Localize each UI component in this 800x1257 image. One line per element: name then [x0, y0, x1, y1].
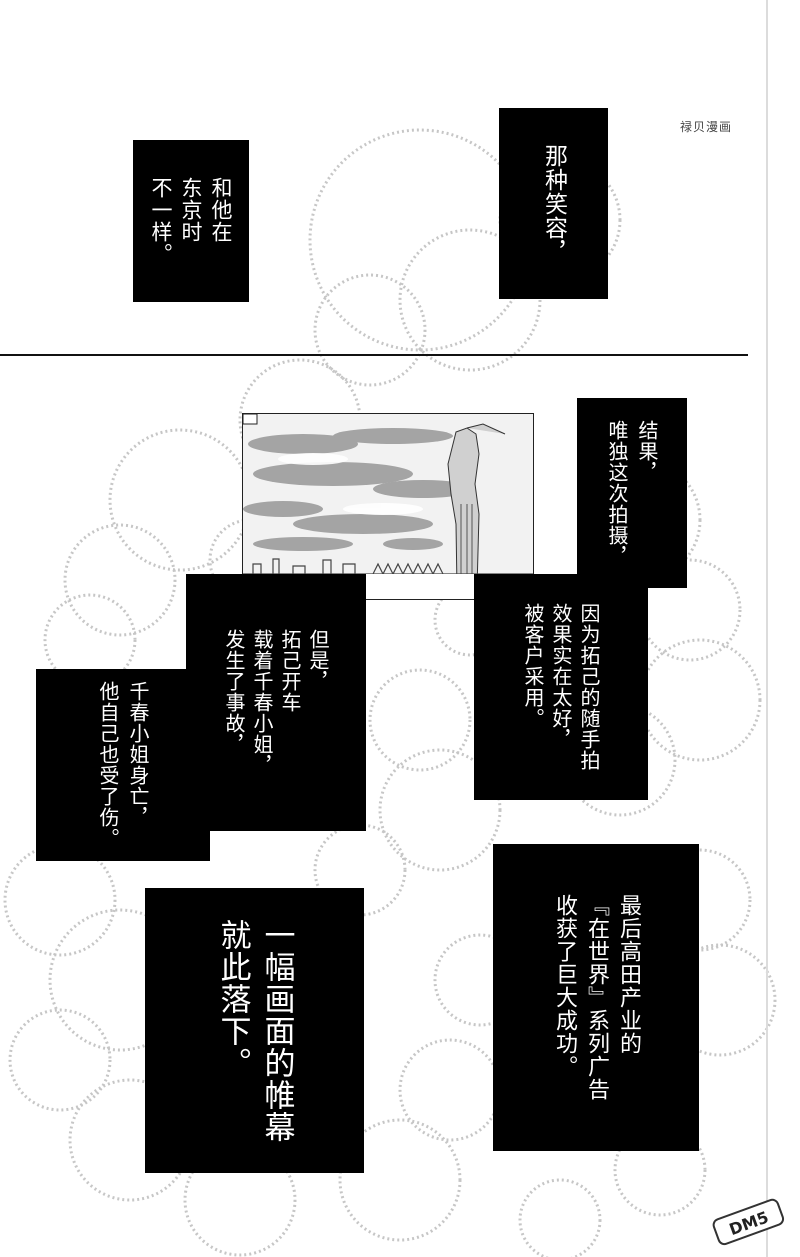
caption-text-effect: 因为拓己的随手拍 效果实在太好， 被客户采用。 [521, 603, 601, 771]
caption-box-curtain: 一幅画面的帷幕 就此落下。 [145, 888, 364, 1173]
caption-text-result: 结果， 唯独这次拍摄， [605, 419, 659, 567]
watermark-text: 禄贝漫画 [680, 120, 733, 134]
caption-text-upper-right: 那种笑容， [540, 143, 567, 264]
caption-text-injury: 千春小姐身亡， 他自己也受了伤。 [96, 681, 150, 849]
caption-text-success: 最后高田产业的 『在世界』系列广告 收获了巨大成功。 [552, 894, 641, 1101]
page-edge-line [766, 0, 768, 1257]
caption-box-result: 结果， 唯独这次拍摄， [577, 398, 687, 588]
photo-illustration [242, 413, 534, 600]
caption-text-curtain: 一幅画面的帷幕 就此落下。 [214, 918, 295, 1143]
sky-statue-drawing [243, 414, 533, 599]
caption-box-upper-right: 那种笑容， [499, 108, 608, 299]
caption-box-upper-left: 和他在 东京时 不一样。 [133, 140, 249, 302]
caption-text-accident: 但是， 拓己开车 载着千春小姐， 发生了事故， [222, 629, 330, 776]
caption-box-success: 最后高田产业的 『在世界』系列广告 收获了巨大成功。 [493, 844, 699, 1151]
caption-box-accident: 但是， 拓己开车 载着千春小姐， 发生了事故， [186, 574, 366, 831]
dm5-logo-watermark: DM5 [712, 1198, 785, 1246]
caption-text-upper-left: 和他在 东京时 不一样。 [149, 177, 233, 265]
caption-box-effect: 因为拓己的随手拍 效果实在太好， 被客户采用。 [474, 574, 648, 800]
caption-box-injury: 千春小姐身亡， 他自己也受了伤。 [36, 669, 210, 861]
panel-divider [0, 354, 748, 356]
